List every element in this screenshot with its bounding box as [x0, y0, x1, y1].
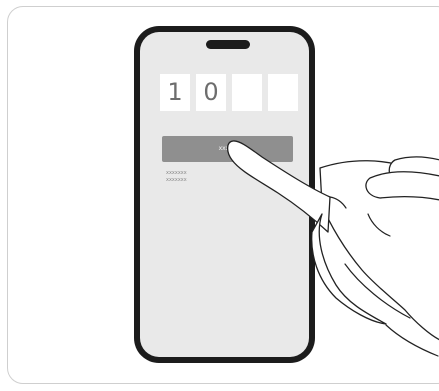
pointing-hand-icon — [0, 0, 439, 391]
illustration-stage: 1 0 xxxxx xxxxxxx xxxxxxx — [0, 0, 439, 391]
